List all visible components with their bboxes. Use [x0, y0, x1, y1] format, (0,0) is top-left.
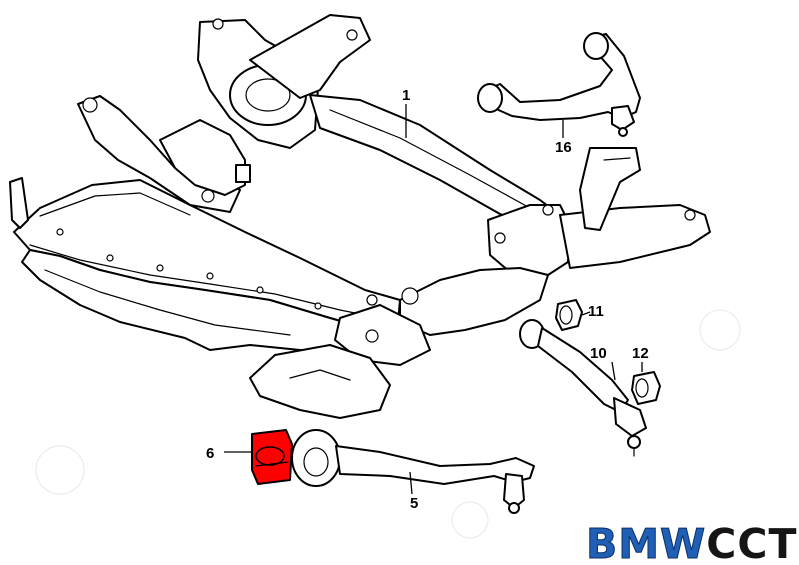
leader-lines — [224, 104, 643, 495]
wishbone-drawing[interactable] — [291, 429, 535, 514]
callout-part-11[interactable]: 11 — [588, 303, 604, 320]
callout-part-6[interactable]: 6 — [206, 445, 214, 462]
callout-part-16[interactable]: 16 — [555, 139, 572, 156]
tension-strut-drawing[interactable] — [519, 319, 647, 457]
rubber-mount-11-drawing[interactable] — [555, 299, 583, 331]
brand-logo-text: BMWCCT — [586, 520, 797, 565]
upper-control-arm-drawing[interactable] — [477, 32, 641, 137]
rubber-mount-12-drawing[interactable] — [631, 371, 661, 405]
callout-part-12[interactable]: 12 — [632, 345, 649, 362]
background-watermark — [35, 309, 741, 539]
rubber-mount-6-drawing[interactable] — [251, 429, 293, 485]
callout-part-1[interactable]: 1 — [402, 87, 410, 104]
strut-bracket-drawing[interactable] — [579, 147, 641, 231]
callout-part-10[interactable]: 10 — [590, 345, 607, 362]
callout-part-5[interactable]: 5 — [410, 495, 418, 512]
front-subframe-drawing[interactable] — [9, 14, 711, 419]
part-callouts: 1 16 11 10 12 6 5 — [206, 87, 649, 512]
